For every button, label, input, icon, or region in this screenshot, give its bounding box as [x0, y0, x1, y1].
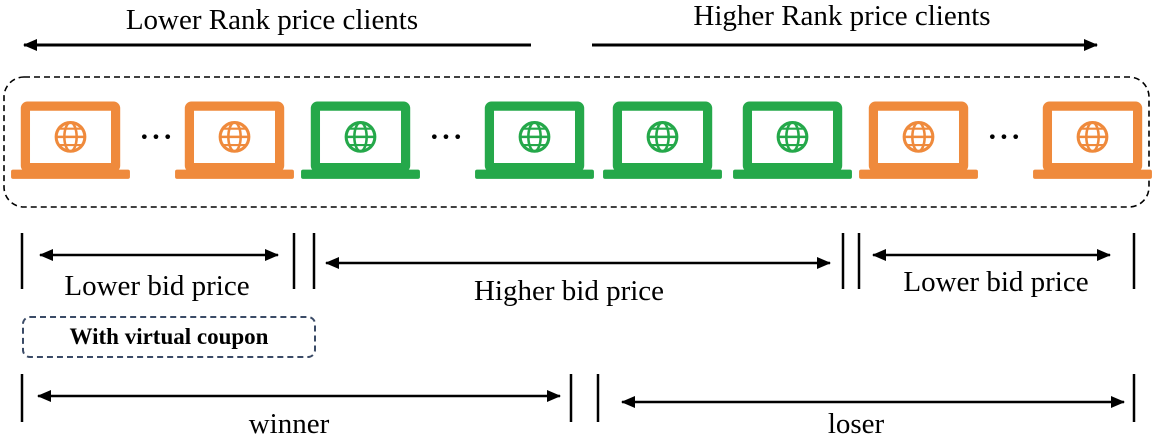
- ellipsis-orange-right: ···: [987, 121, 1023, 153]
- laptop-icon-orange: [175, 106, 294, 179]
- higher-bid-label: Higher bid price: [473, 275, 665, 307]
- laptop-icon-orange: [11, 106, 130, 179]
- winner-label: winner: [248, 408, 330, 440]
- loser-label: loser: [827, 408, 885, 440]
- lower-rank-label: Lower Rank price clients: [125, 4, 419, 36]
- laptop-icon-green: [475, 106, 594, 179]
- laptop-icon-orange: [859, 106, 978, 179]
- laptop-icon-green: [301, 106, 420, 179]
- laptop-icon-green: [603, 106, 722, 179]
- laptop-icon-green: [733, 106, 852, 179]
- lower-bid-label-right: Lower bid price: [903, 266, 1089, 298]
- laptop-icon-orange: [1033, 106, 1152, 179]
- ellipsis-green: ···: [429, 121, 465, 153]
- ellipsis-orange-left: ···: [139, 121, 175, 153]
- clients-container: [3, 76, 1150, 208]
- virtual-coupon-badge: With virtual coupon: [22, 316, 316, 358]
- higher-rank-label: Higher Rank price clients: [693, 0, 991, 32]
- lower-bid-label-left: Lower bid price: [64, 270, 250, 302]
- virtual-coupon-label: With virtual coupon: [69, 324, 269, 349]
